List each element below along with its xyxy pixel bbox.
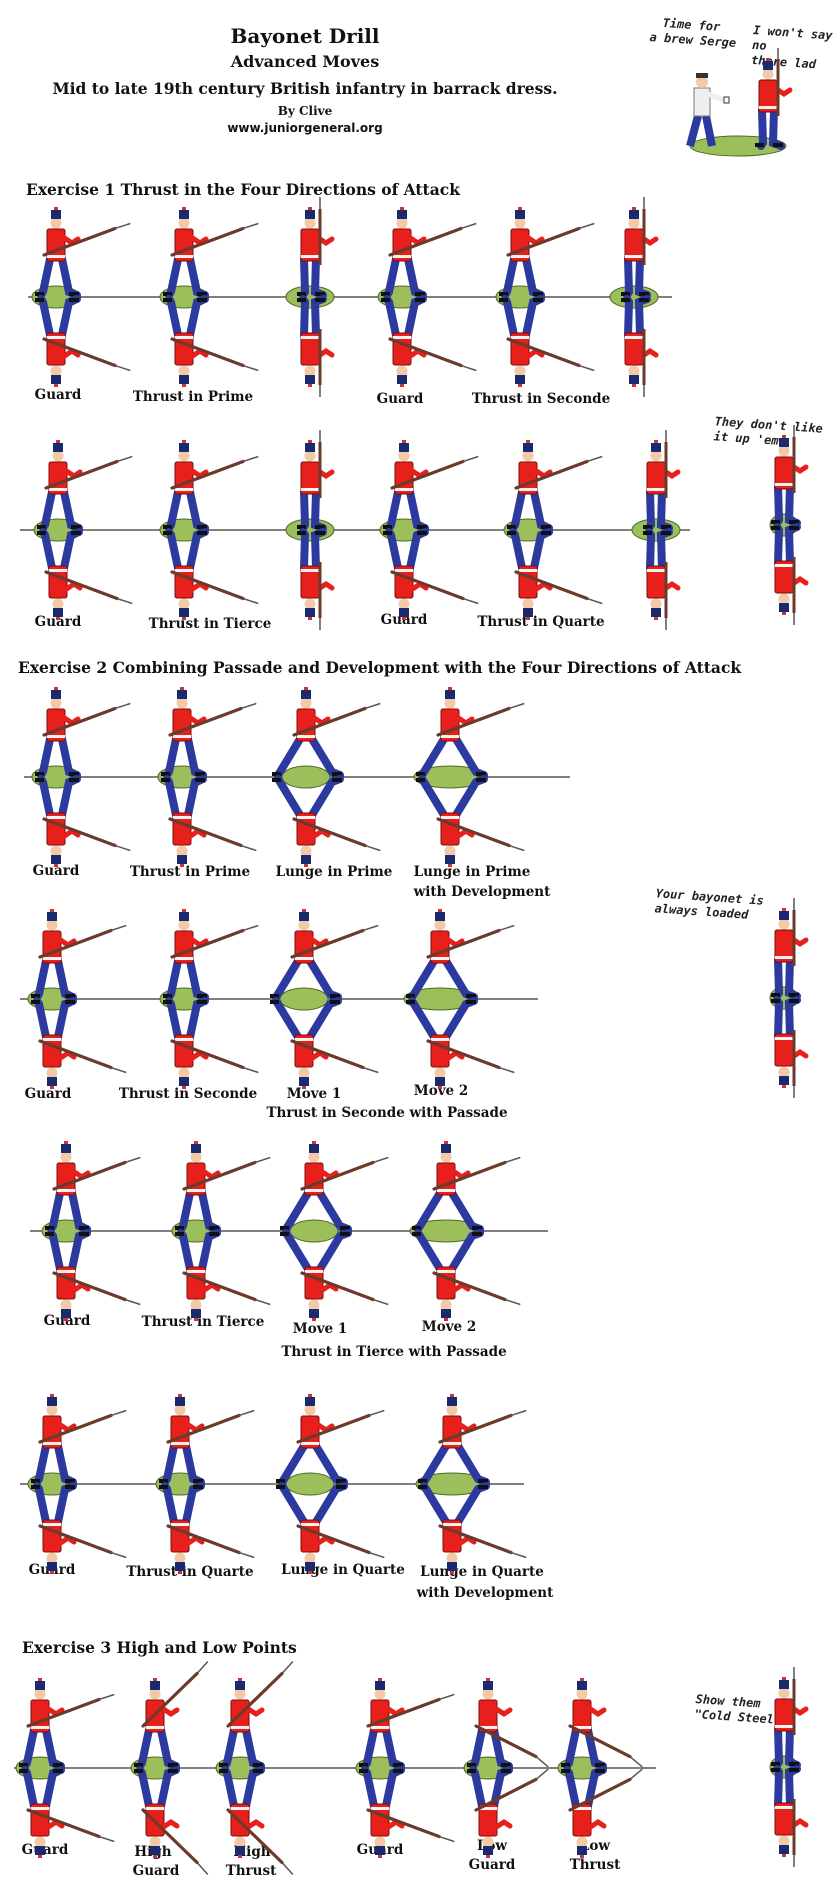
soldier-figure <box>377 207 477 387</box>
label-tierce-passade: Thrust in Tierce with Passade <box>281 1344 507 1360</box>
label-guard: Guard <box>24 1086 72 1102</box>
label-move-2: Move 2 <box>413 1083 469 1099</box>
soldier-figure <box>155 1394 255 1574</box>
label-thrust-tierce: Thrust in Tierce <box>148 616 272 632</box>
page-description: Mid to late 19th century British infantr… <box>52 79 558 98</box>
soldier-figure <box>31 207 131 387</box>
soldier-figure <box>270 909 379 1089</box>
worker-figure <box>686 73 730 148</box>
label-guard: Guard <box>468 1857 516 1873</box>
soldier-figure <box>171 1141 271 1321</box>
label-guard: Guard <box>34 614 82 630</box>
soldier-figure <box>355 1678 455 1858</box>
soldier-figure <box>15 1678 115 1858</box>
section-exercise-2: Exercise 2 Combining Passade and Develop… <box>18 658 742 677</box>
figure-base <box>285 518 335 542</box>
label-thrust-quarte: Thrust in Quarte <box>126 1564 254 1580</box>
soldier-figure <box>609 197 659 397</box>
label-with-development: with Development <box>413 884 551 900</box>
label-with-development: with Development <box>416 1585 554 1601</box>
label-guard: Guard <box>32 863 80 879</box>
label-guard: Guard <box>132 1863 180 1879</box>
soldier-figure <box>31 687 131 867</box>
label-move-2: Move 2 <box>421 1319 477 1335</box>
label-thrust-seconde: Thrust in Seconde <box>118 1086 258 1102</box>
soldier-figure <box>276 1394 385 1574</box>
label-thrust-tierce: Thrust in Tierce <box>141 1314 265 1330</box>
soldier-figure <box>27 909 127 1089</box>
label-seconde-passade: Thrust in Seconde with Passade <box>266 1105 508 1121</box>
label-guard: Guard <box>34 387 82 403</box>
label-thrust-seconde: Thrust in Seconde <box>471 391 611 407</box>
soldier-figure <box>503 440 603 620</box>
soldier-figure <box>409 1141 521 1321</box>
soldier-figure <box>159 440 259 620</box>
label-move-1: Move 1 <box>286 1086 342 1102</box>
soldier-figure <box>403 909 515 1089</box>
soldier-figure <box>157 687 257 867</box>
soldier-figure <box>755 48 793 150</box>
tea-scene <box>686 48 793 157</box>
soldier-figure <box>280 1141 389 1321</box>
soldier-figure <box>215 1661 294 1875</box>
soldier-figure <box>159 909 259 1089</box>
page-title: Bayonet Drill <box>230 24 380 48</box>
label-thrust-quarte: Thrust in Quarte <box>477 614 605 630</box>
figure-base <box>609 285 659 309</box>
soldier-figure <box>463 1678 549 1858</box>
figure-base <box>285 1472 335 1496</box>
figure-base <box>279 987 329 1011</box>
soldier-figure <box>130 1661 209 1875</box>
soldier-figure <box>285 197 335 397</box>
soldier-figure <box>413 687 525 867</box>
figure-base <box>631 518 681 542</box>
soldier-figure <box>631 430 681 630</box>
soldier-figure <box>159 207 259 387</box>
soldier-figure <box>415 1394 527 1574</box>
soldier-figure <box>33 440 133 620</box>
side-figure <box>769 898 809 1098</box>
label-lunge-prime: Lunge in Prime <box>275 864 393 880</box>
author-credit: By Clive <box>277 104 333 118</box>
label-lunge-prime-dev: Lunge in Prime <box>413 864 531 880</box>
section-exercise-1: Exercise 1 Thrust in the Four Directions… <box>26 180 460 199</box>
label-thrust-prime: Thrust in Prime <box>132 389 254 405</box>
soldier-figure <box>495 207 595 387</box>
soldier-figure <box>27 1394 127 1574</box>
soldier-figure <box>285 430 335 630</box>
section-exercise-3: Exercise 3 High and Low Points <box>22 1638 297 1657</box>
label-thrust-prime: Thrust in Prime <box>129 864 251 880</box>
soldier-figure <box>379 440 479 620</box>
label-move-1: Move 1 <box>292 1321 348 1337</box>
label-thrust: Thrust <box>225 1863 277 1879</box>
soldier-figure <box>41 1141 141 1321</box>
side-figure <box>769 1667 809 1867</box>
figure-base <box>285 285 335 309</box>
page-subtitle: Advanced Moves <box>230 52 380 71</box>
soldier-figure <box>272 687 381 867</box>
soldier-figure <box>557 1678 643 1858</box>
figure-base <box>281 765 331 789</box>
label-guard: Guard <box>376 391 424 407</box>
side-figure <box>769 425 809 625</box>
website-link[interactable]: www.juniorgeneral.org <box>227 121 383 135</box>
label-thrust: Thrust <box>569 1857 621 1873</box>
figure-base <box>289 1219 339 1243</box>
